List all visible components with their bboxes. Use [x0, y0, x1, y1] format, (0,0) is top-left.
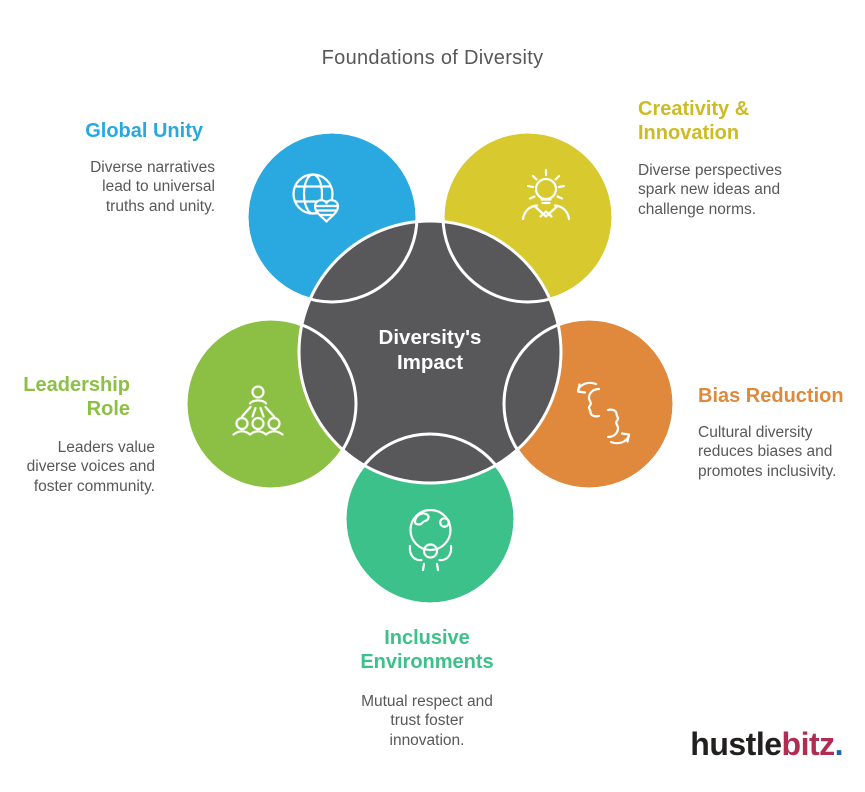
- segment-description-leadership-role: Leaders value diverse voices and foster …: [26, 439, 155, 495]
- segment-description-inclusive-environments: Mutual respect and trust foster innovati…: [361, 693, 493, 749]
- brand-logo-dot: .: [834, 726, 844, 762]
- center-circle-label: Diversity's Impact: [378, 326, 482, 374]
- segment-label-creativity-innovation: Creativity & Innovation Diverse perspect…: [638, 97, 793, 219]
- leader-group-icon: [232, 385, 284, 436]
- segment-heading-inclusive-environments: Inclusive Environments: [360, 627, 494, 673]
- brand-logo-part2: bitz: [781, 726, 836, 762]
- segment-label-global-unity: Global Unity Diverse narratives lead to …: [75, 119, 215, 216]
- center-circle: [297, 219, 563, 485]
- segment-label-bias-reduction: Bias Reduction Cultural diversity reduce…: [698, 384, 853, 481]
- brand-logo: hustlebitz.: [543, 726, 843, 763]
- page-title: Foundations of Diversity: [321, 47, 544, 69]
- segment-description-creativity-innovation: Diverse perspectives spark new ideas and…: [638, 162, 782, 218]
- segment-label-leadership-role: Leadership Role Leaders value diverse vo…: [20, 373, 155, 496]
- lightbulb-hands-icon: [521, 168, 571, 221]
- globe-person-icon: [408, 508, 453, 572]
- segment-description-global-unity: Diverse narratives lead to universal tru…: [90, 159, 215, 215]
- petal-outlines: [184, 130, 676, 606]
- segment-heading-creativity-innovation: Creativity & Innovation: [638, 98, 750, 144]
- globe-heart-icon: [292, 173, 340, 223]
- segment-description-bias-reduction: Cultural diversity reduces biases and pr…: [698, 424, 837, 480]
- segment-heading-leadership-role: Leadership Role: [23, 374, 130, 420]
- faces-exchange-icon: [576, 381, 631, 445]
- segment-heading-bias-reduction: Bias Reduction: [698, 385, 844, 407]
- segment-heading-global-unity: Global Unity: [85, 120, 203, 142]
- brand-logo-part1: hustle: [690, 726, 782, 762]
- segment-label-inclusive-environments: Inclusive Environments Mutual respect an…: [347, 626, 507, 750]
